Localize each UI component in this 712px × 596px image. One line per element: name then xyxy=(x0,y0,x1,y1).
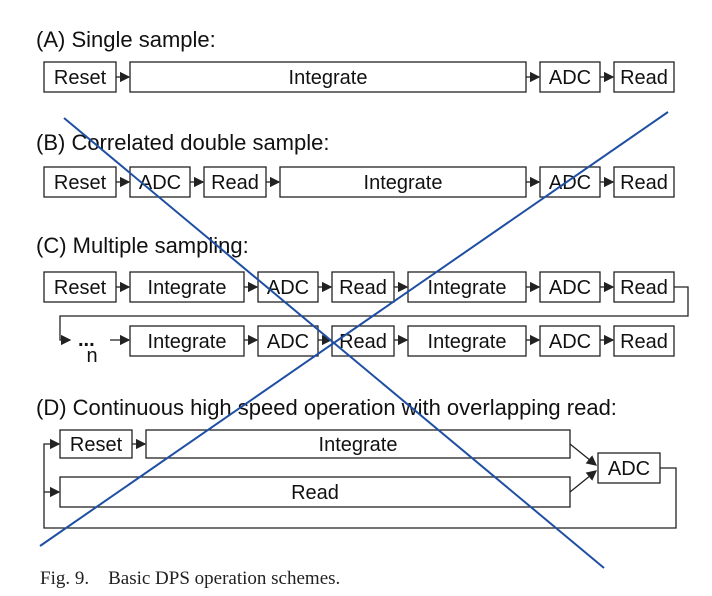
section-a: (A) Single sample: Reset Integrate ADC R… xyxy=(36,27,675,93)
b-integrate-box xyxy=(279,166,527,198)
c-row1-adc-label-1: ADC xyxy=(267,277,309,299)
a-integrate-label: Integrate xyxy=(289,67,368,89)
d-read-box xyxy=(59,476,571,508)
section-b-title: (B) Correlated double sample: xyxy=(36,130,329,155)
d-adc-label: ADC xyxy=(608,458,650,480)
c-row1-read-box-1 xyxy=(331,271,395,303)
b-read-box-1 xyxy=(203,166,267,198)
d-feedback-loop-to-reset xyxy=(43,438,677,529)
b-read-label-2: Read xyxy=(620,172,668,194)
c-row1-reset-label: Reset xyxy=(54,277,107,299)
b-read-box-2 xyxy=(613,166,675,198)
d-read-to-adc-line xyxy=(569,470,598,493)
c-row1-adc-box-2 xyxy=(539,271,601,303)
c-row2-integrate-box-1 xyxy=(129,325,245,357)
a-adc-label: ADC xyxy=(549,67,591,89)
c-row1-adc-label-2: ADC xyxy=(549,277,591,299)
d-read-label: Read xyxy=(291,482,339,504)
section-d-title: (D) Continuous high speed operation with… xyxy=(36,395,617,420)
c-n-label: n xyxy=(86,345,97,367)
c-ellipsis: ... xyxy=(78,329,95,351)
section-c-title: (C) Multiple sampling: xyxy=(36,233,249,258)
b-adc-box-2 xyxy=(539,166,601,198)
d-integrate-label: Integrate xyxy=(319,434,398,456)
section-b: (B) Correlated double sample: Reset ADC … xyxy=(36,130,675,198)
c-row2-adc-box-2 xyxy=(539,325,601,357)
c-row1-read-box-2 xyxy=(613,271,675,303)
c-row2-adc-label-2: ADC xyxy=(549,331,591,353)
c-row2-adc-box-1 xyxy=(257,325,319,357)
d-reset-box xyxy=(59,429,133,459)
c-row1-read-label-2: Read xyxy=(620,277,668,299)
c-row1-reset-box xyxy=(43,271,117,303)
c-row2-integrate-label-1: Integrate xyxy=(148,331,227,353)
section-d: (D) Continuous high speed operation with… xyxy=(36,395,677,529)
c-row2-read-box-2 xyxy=(613,325,675,357)
d-reset-label: Reset xyxy=(70,434,123,456)
c-row2-integrate-box-2 xyxy=(407,325,527,357)
c-row2-integrate-label-2: Integrate xyxy=(428,331,507,353)
a-adc-box xyxy=(539,61,601,93)
b-adc-label-1: ADC xyxy=(139,172,181,194)
c-row2-adc-label-1: ADC xyxy=(267,331,309,353)
c-row1-integrate-label-1: Integrate xyxy=(148,277,227,299)
b-read-label-1: Read xyxy=(211,172,259,194)
c-row1-read-label-1: Read xyxy=(339,277,387,299)
section-c: (C) Multiple sampling: Reset Integrate A… xyxy=(36,233,689,367)
cross-line-ascending xyxy=(39,111,669,547)
a-reset-label: Reset xyxy=(54,67,107,89)
a-read-box xyxy=(613,61,675,93)
b-reset-label: Reset xyxy=(54,172,107,194)
b-integrate-label: Integrate xyxy=(364,172,443,194)
a-reset-box xyxy=(43,61,117,93)
d-integrate-to-adc-line xyxy=(569,443,598,466)
a-read-label: Read xyxy=(620,67,668,89)
c-row1-integrate-label-2: Integrate xyxy=(428,277,507,299)
b-adc-label-2: ADC xyxy=(549,172,591,194)
figure-caption: Fig. 9. Basic DPS operation schemes. xyxy=(40,568,340,589)
a-integrate-box xyxy=(129,61,527,93)
c-row2-read-label-2: Read xyxy=(620,331,668,353)
b-reset-box xyxy=(43,166,117,198)
c-row2-read-label-1: Read xyxy=(339,331,387,353)
section-a-title: (A) Single sample: xyxy=(36,27,216,52)
